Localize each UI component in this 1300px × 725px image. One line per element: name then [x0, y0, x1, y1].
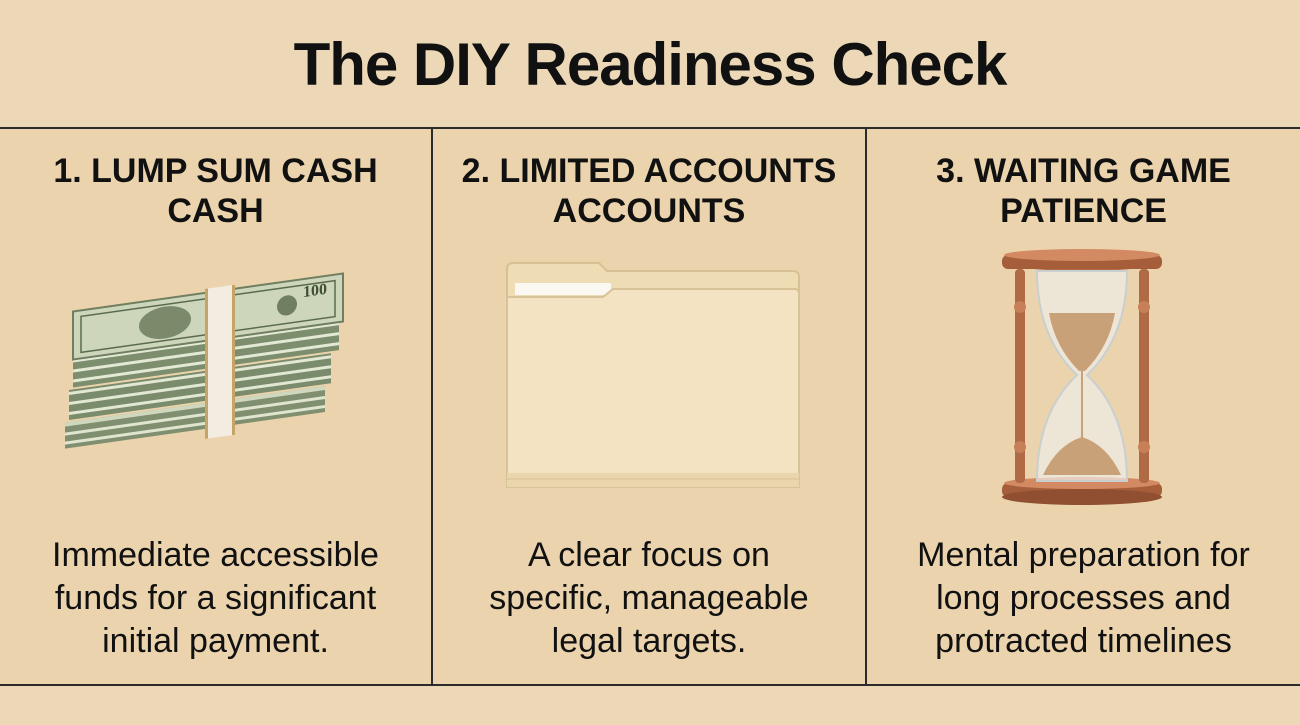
- svg-text:100: 100: [303, 281, 327, 301]
- card-description-line: Immediate accessible: [52, 536, 379, 574]
- hourglass-icon: [1002, 249, 1162, 505]
- card-description-line: funds for a significant: [54, 579, 377, 617]
- card-description-line: protracted timelines: [935, 622, 1232, 660]
- page-title: The DIY Readiness Check: [293, 31, 1008, 98]
- card-title-line: CASH: [167, 192, 264, 230]
- money-stack-icon: 100: [65, 272, 344, 449]
- card-title-line: 1. LUMP SUM CASH: [53, 152, 378, 190]
- card-lump-sum-cash: 1. LUMP SUM CASH CASH: [0, 129, 433, 684]
- card-description: Immediate accessible funds for a signifi…: [0, 534, 431, 663]
- card-description-line: legal targets.: [551, 622, 747, 660]
- card-description: A clear focus on specific, manageable le…: [433, 534, 865, 663]
- card-title-line: ACCOUNTS: [552, 192, 746, 230]
- card-description-line: A clear focus on: [528, 536, 770, 574]
- card-description-line: long processes and: [936, 579, 1231, 617]
- card-title: 2. LIMITED ACCOUNTS ACCOUNTS: [433, 151, 865, 231]
- card-limited-accounts: 2. LIMITED ACCOUNTS ACCOUNTS A clear foc…: [433, 129, 867, 684]
- card-title-line: PATIENCE: [1000, 192, 1167, 230]
- card-title: 3. WAITING GAME PATIENCE: [867, 151, 1300, 231]
- card-description-line: initial payment.: [102, 622, 329, 660]
- card-description-line: specific, manageable: [489, 579, 809, 617]
- card-title-line: 3. WAITING GAME: [936, 152, 1231, 190]
- card-description: Mental preparation for long processes an…: [867, 534, 1300, 663]
- readiness-grid: 1. LUMP SUM CASH CASH: [0, 127, 1300, 686]
- card-title-line: 2. LIMITED ACCOUNTS: [461, 152, 837, 190]
- card-waiting-game: 3. WAITING GAME PATIENCE: [867, 129, 1300, 684]
- file-folder-icon: [506, 259, 800, 488]
- card-description-line: Mental preparation for: [917, 536, 1250, 574]
- card-title: 1. LUMP SUM CASH CASH: [0, 151, 431, 231]
